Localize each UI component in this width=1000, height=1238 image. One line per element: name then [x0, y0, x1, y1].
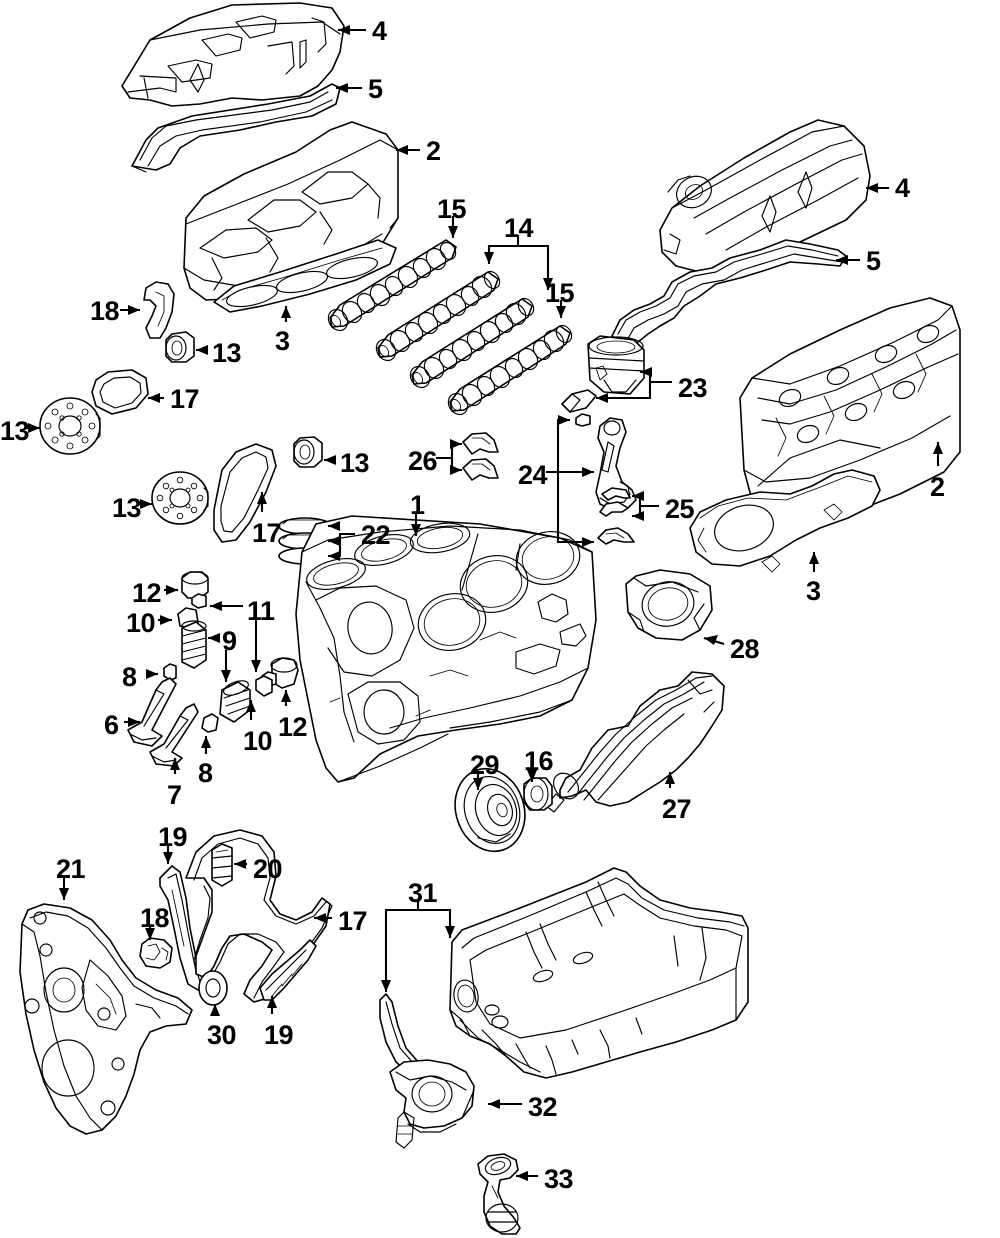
callout-22-piston-ring-set: 22 [361, 520, 391, 550]
callout-32-oil-pump: 32 [528, 1092, 558, 1122]
callout-17-timing-chain-secondary: 17 [252, 518, 282, 548]
callout-10-valve-spring-seat-upper: 10 [126, 608, 156, 638]
part-valve-stem-seal-lower [201, 713, 219, 733]
part-camshaft-sprocket-mid [151, 471, 209, 525]
callout-25-connecting-rod-bearings: 25 [665, 494, 695, 524]
callout-29-crankshaft-pulley: 29 [470, 750, 500, 780]
part-head-gasket-left [213, 239, 397, 313]
part-camshaft-exhaust-lower [447, 324, 573, 416]
part-rear-main-seal-retainer [625, 569, 713, 641]
part-connecting-rod-bolt [575, 413, 591, 427]
part-intake-valve [127, 677, 177, 747]
part-piston [587, 335, 645, 395]
part-valve-spring-seat-lower [255, 675, 273, 697]
callout-3-head-gasket-left: 3 [275, 326, 290, 356]
callout-19-timing-chain-guide-lower: 19 [264, 1020, 294, 1050]
part-camshaft-intake-1 [375, 270, 501, 362]
part-front-crankshaft-seal [523, 777, 553, 811]
callout-1-engine-block: 1 [410, 490, 425, 520]
callout-18-chain-guide-clip-lower: 18 [140, 903, 170, 933]
callout-6-intake-valve: 6 [104, 710, 119, 740]
callout-17-timing-chain-primary: 17 [338, 906, 368, 936]
part-camshaft-intake-2 [409, 297, 535, 389]
callout-27-crankshaft: 27 [662, 794, 692, 824]
callout-8-valve-stem-seal-lower: 8 [198, 758, 213, 788]
callout-33-oil-pump-pickup-tube: 33 [544, 1164, 574, 1194]
callout-12-valve-spring-retainer-lower: 12 [278, 712, 308, 742]
part-head-gasket-right [689, 469, 881, 573]
callout-15-camshaft-exhaust-lower: 15 [545, 278, 575, 308]
part-rod-bearing-lower [597, 527, 635, 545]
callout-18-timing-chain-guide-clip: 18 [90, 296, 120, 326]
callout-14-camshaft-intake-pair: 14 [504, 213, 534, 243]
callout-5-valve-cover-gasket-left: 5 [368, 74, 383, 104]
callout-20-chain-tensioner: 20 [253, 854, 283, 884]
part-timing-chain-upper-left [91, 369, 149, 415]
callout-21-timing-cover: 21 [56, 854, 86, 884]
part-chain-guide-clip-lower [139, 937, 173, 969]
callout-19-timing-chain-guide-upper: 19 [158, 822, 188, 852]
callout-31-oil-pan-gasket: 31 [408, 878, 438, 908]
part-oil-pump-pickup-tube [477, 1153, 521, 1235]
part-oil-pan [449, 867, 749, 1079]
callout-13-camshaft-seal-upper: 13 [212, 338, 242, 368]
part-crankshaft [545, 671, 725, 813]
part-valve-spring-upper [181, 620, 207, 669]
part-chain-tensioner [211, 843, 233, 887]
part-timing-chain-secondary [213, 443, 277, 543]
part-camshaft-seal-a [165, 331, 195, 363]
callout-30-crankshaft-sprocket-washer: 30 [207, 1020, 237, 1050]
part-valve-cover-gasket-left [131, 83, 341, 173]
callout-17-timing-chain-upper-left: 17 [170, 384, 200, 414]
part-valve-cover-left [121, 2, 345, 107]
callout-28-rear-main-seal-retainer: 28 [730, 634, 760, 664]
part-valve-cover-right [659, 119, 871, 273]
callout-10-valve-spring-seat-lower: 10 [243, 726, 273, 756]
callout-8-valve-stem-seal-upper: 8 [122, 662, 137, 692]
callout-2-cylinder-head-right: 2 [930, 472, 945, 502]
callout-15-camshaft-exhaust-upper: 15 [437, 194, 467, 224]
callout-5-valve-cover-gasket-right: 5 [866, 246, 881, 276]
callout-3-head-gasket-right: 3 [806, 576, 821, 606]
part-valve-retainer-upper [181, 571, 209, 599]
callout-13-camshaft-sprocket-seal-mid: 13 [112, 493, 142, 523]
callout-2-cylinder-head-left: 2 [426, 136, 441, 166]
part-main-bearing-lower [462, 458, 499, 481]
leader-lines [24, 25, 943, 1181]
part-crankshaft-seal-small [293, 436, 323, 468]
callout-4-valve-cover-right: 4 [895, 173, 910, 203]
part-oil-pump [389, 1059, 475, 1149]
callout-12-valve-spring-retainer-upper: 12 [132, 578, 162, 608]
part-valve-keeper-upper [191, 593, 207, 609]
part-piston-pin [561, 389, 597, 413]
part-camshaft-sprocket-left [39, 397, 101, 455]
part-main-bearing-upper [462, 432, 499, 455]
callout-26-main-bearing-set: 26 [408, 446, 438, 476]
callout-7-exhaust-valve: 7 [167, 780, 182, 810]
part-engine-block [295, 515, 597, 783]
part-valve-stem-seal-upper [163, 663, 177, 681]
callout-11-valve-keeper: 11 [247, 596, 275, 626]
part-rod-bearing-upper [599, 487, 631, 517]
callout-24-connecting-rod-assembly: 24 [518, 460, 548, 490]
part-crankshaft-pulley [454, 767, 526, 853]
part-crankshaft-sprocket-washer [198, 970, 228, 1006]
part-valve-spring-lower [219, 680, 251, 723]
callout-16-front-crankshaft-seal: 16 [524, 746, 554, 776]
part-camshaft-exhaust-upper [327, 239, 457, 332]
part-timing-cover [19, 903, 193, 1135]
callout-13-crankshaft-seal: 13 [340, 448, 370, 478]
callout-23-piston-and-pin: 23 [678, 373, 708, 403]
callout-4-valve-cover-left: 4 [372, 16, 387, 46]
callout-13-camshaft-sprocket-seal-left: 13 [0, 416, 30, 446]
part-chain-guide-clip-upper [143, 281, 175, 339]
part-connecting-rod [595, 417, 637, 511]
callout-9-valve-spring: 9 [222, 626, 237, 656]
